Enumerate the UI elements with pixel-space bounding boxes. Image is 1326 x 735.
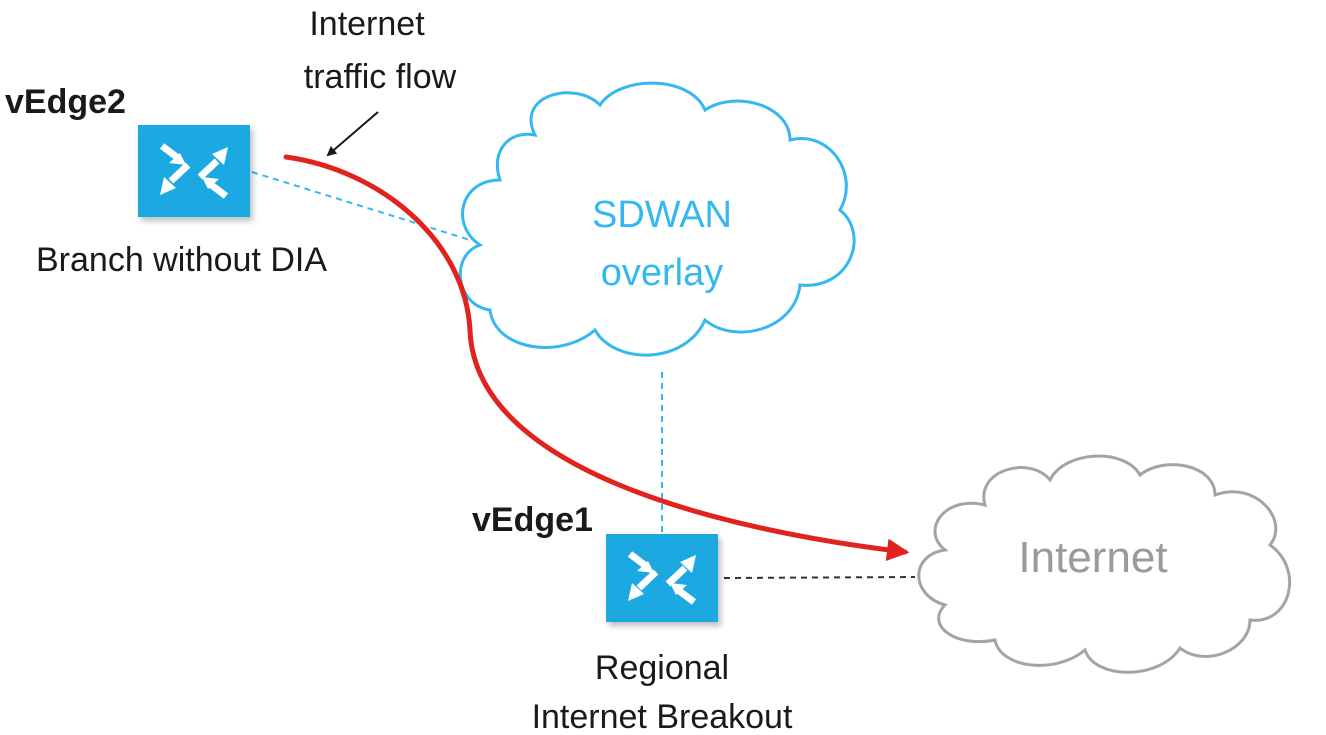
- vedge1-router-icon[interactable]: [606, 534, 718, 622]
- vedge2-name: vEdge2: [5, 83, 126, 121]
- vedge2-router-icon[interactable]: [138, 125, 250, 217]
- sdwan-cloud-shape: [458, 81, 856, 357]
- internet-traffic-flow: [283, 154, 910, 562]
- vedge2-sdwan-link: [251, 171, 471, 241]
- sdwan-label-line1: SDWAN: [592, 194, 732, 236]
- sdwan-label-line2: overlay: [601, 252, 724, 294]
- annotation-arrow: [326, 111, 379, 157]
- vedge1-internet-link: [723, 576, 916, 579]
- annotation-line1: Internet: [309, 5, 425, 43]
- vedge1-description-line1: Regional: [595, 649, 729, 687]
- vedge2-description: Branch without DIA: [36, 241, 327, 279]
- vedge1-name: vEdge1: [472, 501, 593, 539]
- annotation-line2: traffic flow: [304, 58, 457, 96]
- vedge1-description-line2: Internet Breakout: [532, 698, 793, 735]
- internet-label: Internet: [1018, 533, 1167, 582]
- internet-cloud-shape: [917, 454, 1292, 674]
